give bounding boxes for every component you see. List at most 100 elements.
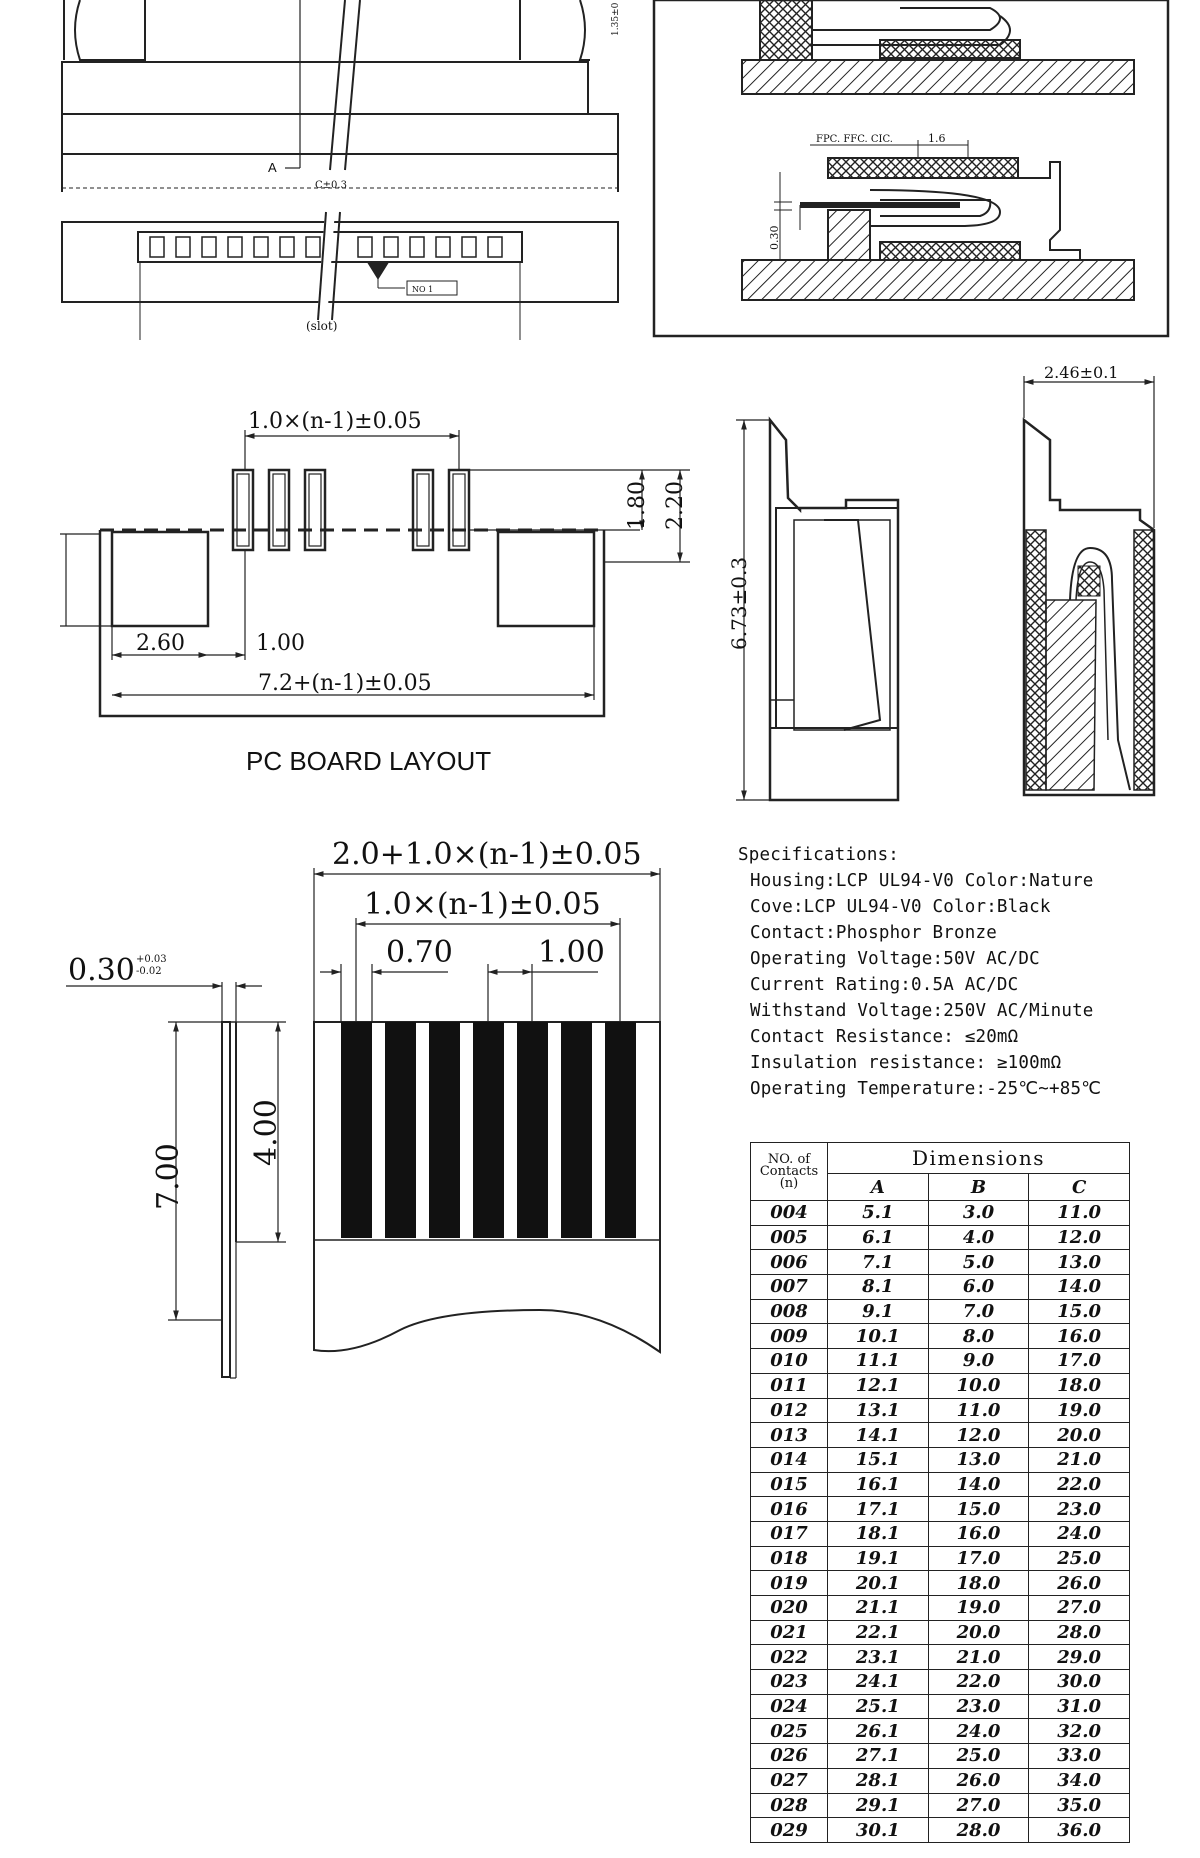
cell-contacts: 025 xyxy=(750,1718,828,1745)
cell-a: 12.1 xyxy=(827,1372,929,1399)
pcb-mount-pad-left xyxy=(110,530,210,628)
pcb-outline xyxy=(98,530,606,718)
label-fpc-width: 1.6 xyxy=(928,132,946,145)
side-view-outline xyxy=(736,416,900,802)
cell-a: 30.1 xyxy=(827,1817,929,1843)
cell-contacts: 005 xyxy=(750,1224,828,1251)
cell-b: 21.0 xyxy=(927,1644,1030,1671)
cell-a: 9.1 xyxy=(827,1298,929,1325)
cell-a: 29.1 xyxy=(827,1792,929,1819)
cell-contacts: 008 xyxy=(750,1298,828,1325)
cell-contacts: 009 xyxy=(750,1323,828,1350)
cell-b: 14.0 xyxy=(927,1471,1030,1498)
cell-a: 10.1 xyxy=(827,1323,929,1350)
cell-c: 26.0 xyxy=(1028,1570,1130,1596)
cell-c: 29.0 xyxy=(1028,1644,1130,1671)
cell-b: 12.0 xyxy=(927,1422,1030,1448)
dim-fpc-conductor: 0.70 xyxy=(386,935,453,970)
cell-contacts: 014 xyxy=(750,1446,828,1473)
spec-current-rating: Current Rating:0.5A AC/DC xyxy=(750,975,1019,995)
specifications-block: Specifications: Housing:LCP UL94-V0 Colo… xyxy=(738,842,1168,1102)
dim-side-height: 6.73±0.3 xyxy=(727,557,751,650)
cell-a: 8.1 xyxy=(827,1274,929,1300)
cell-a: 19.1 xyxy=(827,1545,929,1572)
spec-operating-voltage: Operating Voltage:50V AC/DC xyxy=(750,949,1040,969)
cell-a: 22.1 xyxy=(827,1619,929,1646)
cell-a: 6.1 xyxy=(827,1224,929,1251)
label-c-dim: C±0.3 xyxy=(315,180,347,191)
cell-b: 22.0 xyxy=(927,1669,1030,1695)
cell-c: 22.0 xyxy=(1028,1471,1130,1498)
cell-c: 36.0 xyxy=(1028,1817,1130,1843)
cell-contacts: 027 xyxy=(750,1767,828,1794)
fpc-insertion-detail xyxy=(652,0,1170,338)
cell-b: 18.0 xyxy=(927,1570,1030,1596)
header-no-line3: (n) xyxy=(779,1175,799,1191)
cell-b: 4.0 xyxy=(927,1224,1030,1251)
cell-c: 24.0 xyxy=(1028,1520,1130,1547)
label-no1-marker: NO 1 xyxy=(412,285,433,294)
cell-contacts: 010 xyxy=(750,1348,828,1374)
cell-contacts: 017 xyxy=(750,1520,828,1547)
fpc-conductors xyxy=(341,1022,636,1238)
cell-b: 16.0 xyxy=(927,1520,1030,1547)
side-view-section xyxy=(1022,376,1156,797)
cell-c: 21.0 xyxy=(1028,1446,1130,1473)
dim-pad-length-1: 1.80 xyxy=(625,481,650,530)
cell-c: 12.0 xyxy=(1028,1224,1130,1251)
cell-contacts: 013 xyxy=(750,1422,828,1448)
cell-contacts: 012 xyxy=(750,1397,828,1424)
cell-a: 20.1 xyxy=(827,1570,929,1596)
pcb-layout-title: PC BOARD LAYOUT xyxy=(246,746,491,776)
cell-c: 14.0 xyxy=(1028,1274,1130,1300)
cell-c: 33.0 xyxy=(1028,1743,1130,1769)
cell-a: 24.1 xyxy=(827,1669,929,1695)
cell-a: 14.1 xyxy=(827,1422,929,1448)
cell-c: 32.0 xyxy=(1028,1718,1130,1745)
cell-b: 8.0 xyxy=(927,1323,1030,1350)
label-side-dim: 1.35±0 xyxy=(611,2,621,36)
cell-contacts: 015 xyxy=(750,1471,828,1498)
cell-contacts: 024 xyxy=(750,1693,828,1720)
dim-fpc-thickness-tol-upper: +0.03 xyxy=(136,954,167,965)
cell-b: 28.0 xyxy=(927,1817,1030,1843)
dim-fpc-thickness-tol-lower: -0.02 xyxy=(136,966,162,977)
cell-contacts: 004 xyxy=(750,1200,828,1226)
cell-b: 15.0 xyxy=(927,1496,1030,1522)
cell-b: 23.0 xyxy=(927,1693,1030,1720)
specifications-title: Specifications: xyxy=(738,845,900,865)
cell-b: 19.0 xyxy=(927,1595,1030,1621)
fpc-cable-drawing xyxy=(66,868,661,1379)
dim-fpc-spacing: 1.00 xyxy=(538,935,605,970)
cell-a: 15.1 xyxy=(827,1446,929,1473)
cell-contacts: 019 xyxy=(750,1570,828,1596)
cell-a: 21.1 xyxy=(827,1595,929,1621)
cell-contacts: 022 xyxy=(750,1644,828,1671)
cell-contacts: 007 xyxy=(750,1274,828,1300)
cell-b: 26.0 xyxy=(927,1767,1030,1794)
cell-a: 26.1 xyxy=(827,1718,929,1745)
dim-fpc-pitch: 1.0×(n-1)±0.05 xyxy=(364,887,601,922)
pcb-signal-pads xyxy=(231,468,471,552)
cell-b: 7.0 xyxy=(927,1298,1030,1325)
cell-a: 28.1 xyxy=(827,1767,929,1794)
cell-contacts: 029 xyxy=(750,1817,828,1843)
cell-c: 30.0 xyxy=(1028,1669,1130,1695)
cell-contacts: 020 xyxy=(750,1595,828,1621)
